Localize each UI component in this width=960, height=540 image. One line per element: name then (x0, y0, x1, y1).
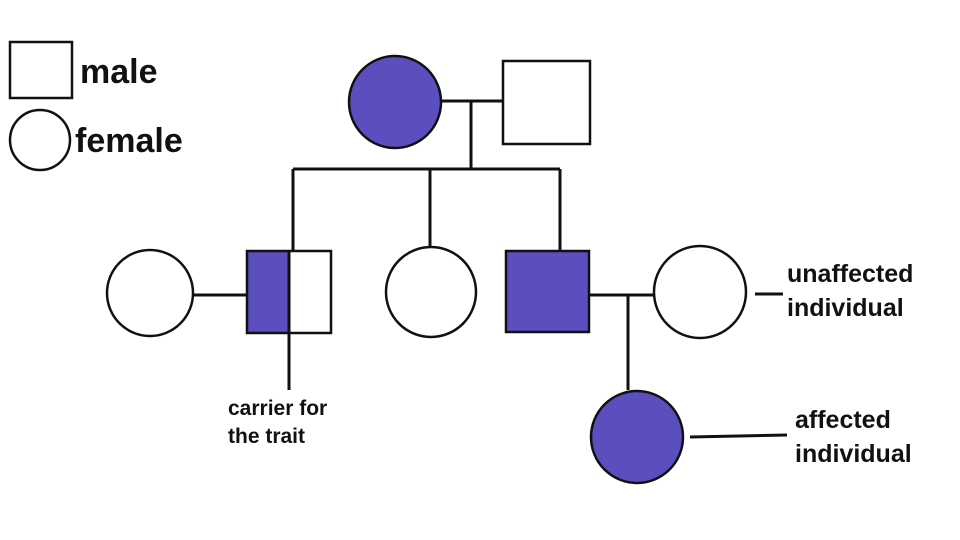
pedigree-lines (193, 99, 788, 439)
spouse-right-unaffected-female (652, 244, 748, 340)
legend-female-label: female (75, 122, 183, 160)
affected-label-line1: affected (795, 406, 891, 434)
legend-male-label: male (80, 53, 158, 91)
affected-label-line2: individual (795, 440, 912, 468)
carrier-son-unaffected-half (289, 251, 331, 333)
spouse-left-unaffected-female (105, 248, 195, 338)
unaffected-label-line1: unaffected (787, 260, 913, 288)
granddaughter-affected-female (589, 389, 685, 485)
affected-son-affected-male (504, 249, 591, 334)
legend-female-circle-icon (8, 108, 72, 172)
grandfather-unaffected-male (501, 59, 592, 146)
legend: male female (8, 40, 183, 172)
carrier-label-line1: carrier for (228, 397, 327, 420)
grandmother-affected-female (347, 54, 443, 150)
carrier-son-affected-half (247, 251, 289, 333)
legend-male-square-icon (8, 40, 74, 100)
unaffected-label-line2: individual (787, 294, 904, 322)
carrier-label-line2: the trait (228, 425, 305, 448)
carrier-son-half-shaded-male (245, 249, 333, 335)
daughter-unaffected-female (384, 245, 478, 339)
affected-pointer-line (689, 433, 788, 439)
